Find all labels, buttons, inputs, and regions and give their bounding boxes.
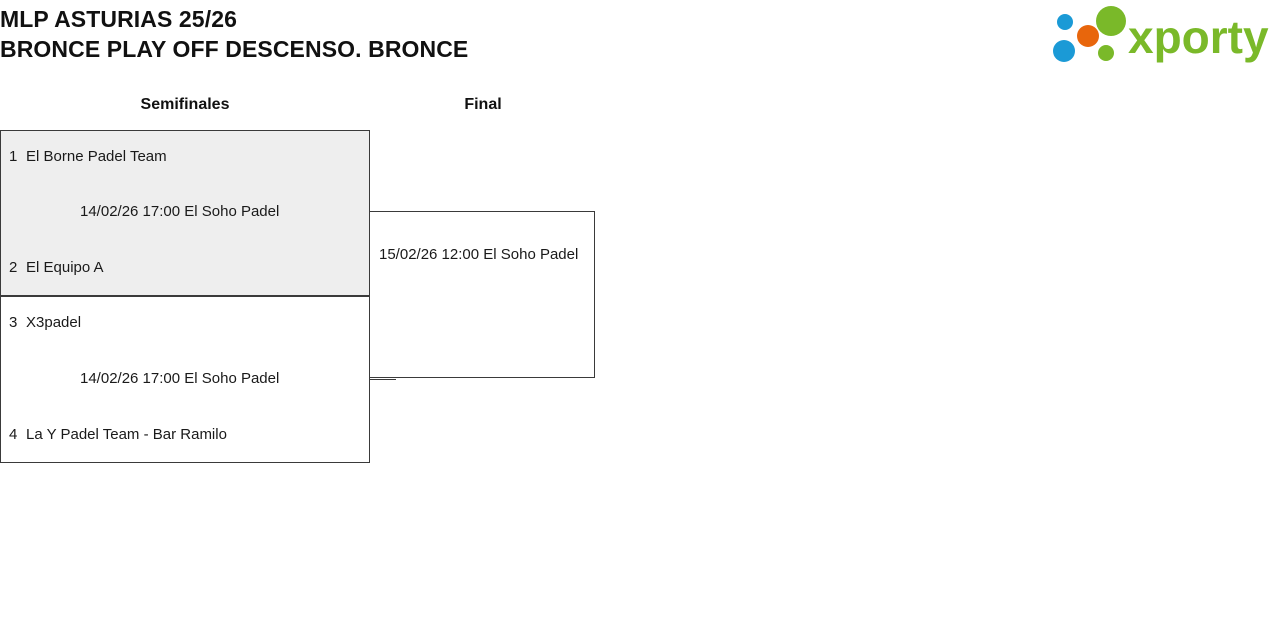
match-slot-top[interactable]: 3 X3padel [1,312,369,334]
tournament-phase: BRONCE PLAY OFF DESCENSO. BRONCE [0,36,469,62]
match-slot-bottom[interactable]: 4 La Y Padel Team - Bar Ramilo [1,424,369,446]
match-slot-top[interactable]: 1 El Borne Padel Team [1,146,369,168]
logo-dots [1053,6,1126,62]
team-name [388,341,395,358]
team-name: La Y Padel Team - Bar Ramilo [26,426,227,443]
logo-wordmark: xporty [1128,11,1269,63]
team-name: El Equipo A [26,259,104,276]
page-title: MLP ASTURIAS 25/26 BRONCE PLAY OFF DESCE… [0,0,900,64]
round-header-final: Final [464,96,502,113]
match-info: 14/02/26 17:00 El Soho Padel [80,370,280,387]
team-name: El Borne Padel Team [26,148,167,165]
seed-number: 2 [9,259,18,276]
match-info: 15/02/26 12:00 El Soho Padel [379,246,579,263]
match-slot-bottom[interactable]: 2 El Equipo A [1,257,369,279]
match-semifinal-1[interactable]: 1 El Borne Padel Team 14/02/26 17:00 El S… [0,130,370,296]
seed-number: 1 [9,148,18,165]
team-name: X3padel [26,314,82,331]
connector-semifinal-2-to-final [369,379,396,380]
round-header-semifinales: Semifinales [140,96,230,113]
seed-number: 4 [9,426,18,443]
match-slot-bottom[interactable] [370,339,594,361]
seed-number: 3 [9,314,18,331]
match-final[interactable]: 15/02/26 12:00 El Soho Padel [369,211,595,378]
match-info: 14/02/26 17:00 El Soho Padel [80,203,280,220]
tournament-name: MLP ASTURIAS 25/26 [0,6,237,32]
xporty-logo[interactable]: xporty [1050,6,1278,66]
